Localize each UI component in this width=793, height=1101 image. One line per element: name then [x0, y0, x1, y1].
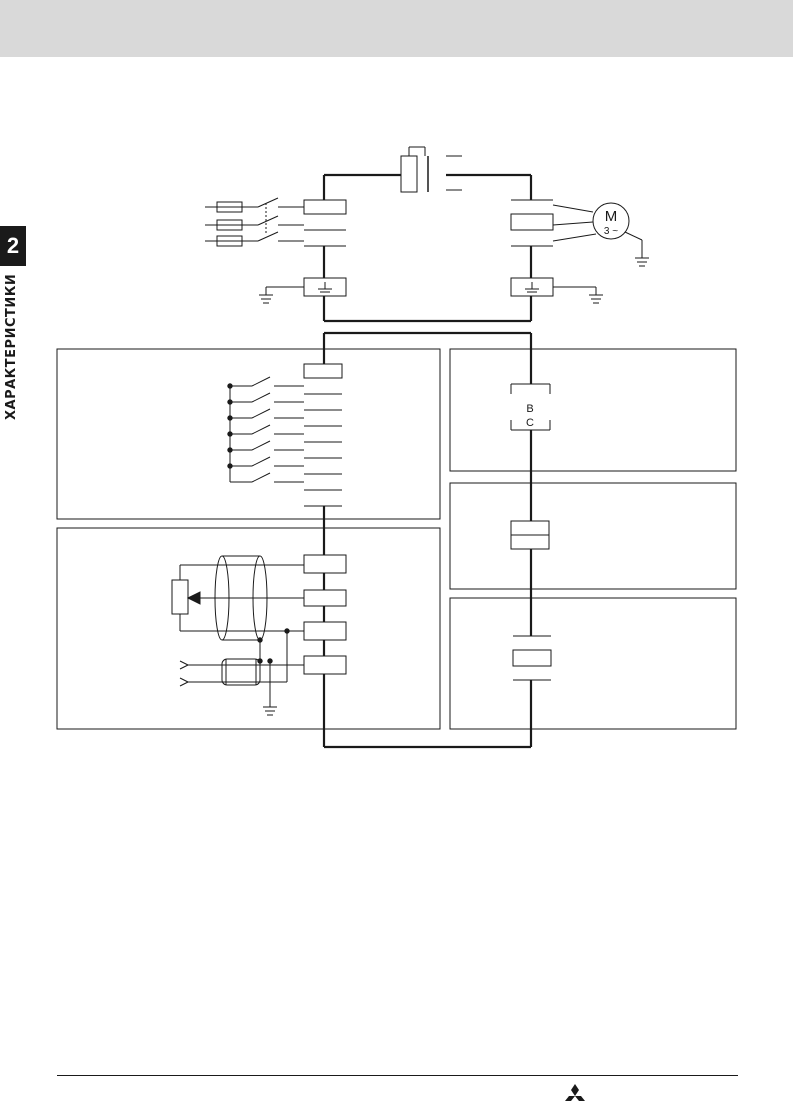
digital-input-switches	[227, 376, 304, 483]
motor-phase-label: 3 ~	[604, 226, 618, 237]
potentiometer-icon	[171, 564, 304, 632]
analog-inputs-panel	[56, 527, 441, 730]
chapter-number: 2	[6, 233, 20, 258]
input-fuses	[205, 197, 304, 247]
pe-terminal-left	[259, 277, 347, 304]
header-band	[0, 0, 793, 57]
footer-rule	[57, 1075, 738, 1076]
switch-icon	[230, 440, 304, 451]
digital-input-terminals	[303, 363, 343, 507]
relay-output-panel	[449, 348, 737, 472]
output-terminals	[510, 199, 597, 247]
input-terminals	[303, 199, 347, 247]
ground-icon	[635, 257, 649, 267]
switch-icon	[230, 376, 304, 387]
chapter-number-tab[interactable]: 2	[0, 226, 26, 266]
relay-terminals	[510, 383, 551, 431]
current-input-cable	[179, 658, 304, 707]
terminal-b-label: B	[526, 403, 533, 415]
reactor-symbol	[400, 146, 462, 193]
fuse-icon	[216, 201, 243, 213]
switch-icon	[230, 472, 304, 483]
open-collector-panel	[449, 482, 737, 590]
digital-inputs-panel	[56, 348, 441, 520]
oc-terminal	[510, 520, 550, 550]
pe-terminal-right	[510, 277, 603, 304]
comm-terminals	[512, 635, 552, 681]
motor-label: M	[605, 208, 618, 225]
comm-panel	[449, 597, 737, 730]
terminal-c-label: C	[526, 417, 534, 429]
fuse-icon	[216, 219, 243, 231]
switch-icon	[230, 456, 304, 467]
switch-icon	[230, 392, 304, 403]
switch-icon	[230, 424, 304, 435]
switch-icon	[230, 408, 304, 419]
fuse-icon	[216, 235, 243, 247]
main-bus	[322, 173, 533, 749]
motor-icon	[592, 202, 643, 258]
shielded-cable	[214, 555, 290, 676]
ground-icon	[263, 706, 277, 716]
mitsubishi-logo	[565, 1084, 585, 1101]
